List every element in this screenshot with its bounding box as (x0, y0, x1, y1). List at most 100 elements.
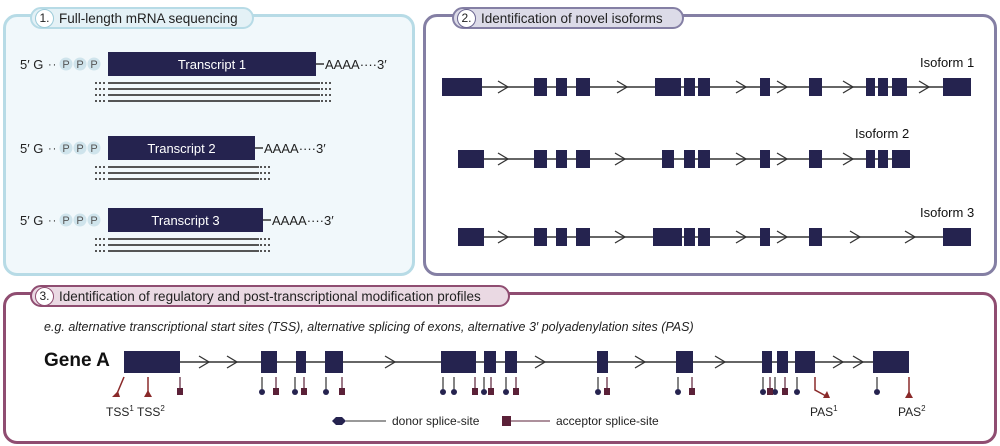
five-prime-label: 5′ G (20, 57, 43, 72)
direction-chevron (198, 355, 211, 369)
direction-chevron (534, 355, 547, 369)
three-prime-label: 3′ (377, 57, 387, 72)
read-lines (95, 82, 333, 102)
donor-site-marker (760, 389, 766, 395)
isoform-label: Isoform 3 (920, 205, 974, 220)
panel-1-title-text: Full-length mRNA sequencing (59, 11, 238, 26)
donor-site-marker (772, 389, 778, 395)
direction-chevron (842, 80, 855, 94)
gene-exon-block (777, 351, 788, 373)
direction-chevron (776, 230, 789, 244)
exon-block (809, 150, 822, 168)
acceptor-site-marker (488, 388, 494, 395)
pas-2-label: PAS2 (898, 404, 926, 419)
direction-chevron (832, 355, 845, 369)
exon-block (458, 228, 484, 246)
panel-1-title: 1. Full-length mRNA sequencing (30, 7, 254, 29)
cap-dots: ·· (48, 143, 57, 155)
isoform-3: Isoform 3 (458, 205, 974, 246)
transcript-bar (108, 208, 263, 232)
exon-block (866, 78, 875, 96)
phosphate-label: P (90, 143, 97, 155)
donor-site-marker (481, 389, 487, 395)
acceptor-site-marker (689, 388, 695, 395)
polya-tail: AAAA····3′ (325, 57, 387, 72)
transcript-bar (108, 52, 316, 76)
exon-block (760, 228, 770, 246)
acceptor-site-marker (767, 388, 773, 395)
phosphate-circle (87, 57, 101, 71)
tss-2-marker (144, 390, 152, 397)
gene-exon-block (261, 351, 277, 373)
gene-exon-block (597, 351, 608, 373)
exon-block (698, 150, 710, 168)
gene-exon-block (124, 351, 180, 373)
exon-block (442, 78, 482, 96)
direction-chevron (735, 230, 748, 244)
direction-chevron (852, 355, 865, 369)
panel-2-number: 2. (457, 9, 476, 28)
direction-chevron (904, 230, 917, 244)
panel-3-number: 3. (35, 287, 54, 306)
exon-block (655, 78, 681, 96)
exon-block (576, 78, 590, 96)
acceptor-site-marker (604, 388, 610, 395)
direction-chevron (776, 80, 789, 94)
isoform-label: Isoform 2 (855, 126, 909, 141)
phosphate-label: P (90, 215, 97, 227)
tss-2-label: TSS2 (137, 404, 165, 419)
phosphate-label: P (62, 59, 69, 71)
read-lines (95, 238, 272, 252)
gene-exon-block (873, 351, 909, 373)
exon-block (534, 228, 547, 246)
polya-text: AAAA (264, 141, 299, 156)
phosphate-label: P (76, 143, 83, 155)
exon-block (878, 150, 888, 168)
direction-chevron (776, 152, 789, 166)
acceptor-site-marker (301, 388, 307, 395)
exon-block (943, 228, 971, 246)
direction-chevron (842, 152, 855, 166)
direction-chevron (226, 355, 239, 369)
exon-block (684, 78, 695, 96)
exon-block (556, 78, 567, 96)
gene-exon-block (762, 351, 772, 373)
phosphate-circle (73, 213, 87, 227)
gene-exon-block (676, 351, 693, 373)
panel-1-number: 1. (35, 9, 54, 28)
exon-block (698, 78, 710, 96)
exon-block (866, 150, 875, 168)
pas-1-marker-stem (814, 377, 827, 397)
phosphate-label: P (76, 59, 83, 71)
direction-chevron (616, 80, 629, 94)
exon-block (556, 228, 567, 246)
donor-site-marker (675, 389, 681, 395)
direction-chevron (735, 80, 748, 94)
exon-block (458, 150, 484, 168)
gene-model (112, 351, 913, 398)
acceptor-site-marker (339, 388, 345, 395)
gene-exon-block (484, 351, 496, 373)
gene-exon-block (296, 351, 306, 373)
polya-tail: AAAA····3′ (272, 213, 334, 228)
exon-block (809, 228, 822, 246)
direction-chevron (735, 152, 748, 166)
phosphate-circle (73, 141, 87, 155)
exon-block (878, 78, 888, 96)
direction-chevron (497, 152, 510, 166)
donor-site-marker (595, 389, 601, 395)
polya-text: AAAA (272, 213, 307, 228)
exon-block (576, 150, 590, 168)
donor-legend-icon (332, 417, 346, 425)
pas-1-label: PAS1 (810, 404, 838, 419)
tss-1-marker (112, 391, 120, 397)
panel-3-title: 3. Identification of regulatory and post… (30, 285, 510, 307)
exon-block (892, 150, 910, 168)
exon-block (534, 150, 547, 168)
